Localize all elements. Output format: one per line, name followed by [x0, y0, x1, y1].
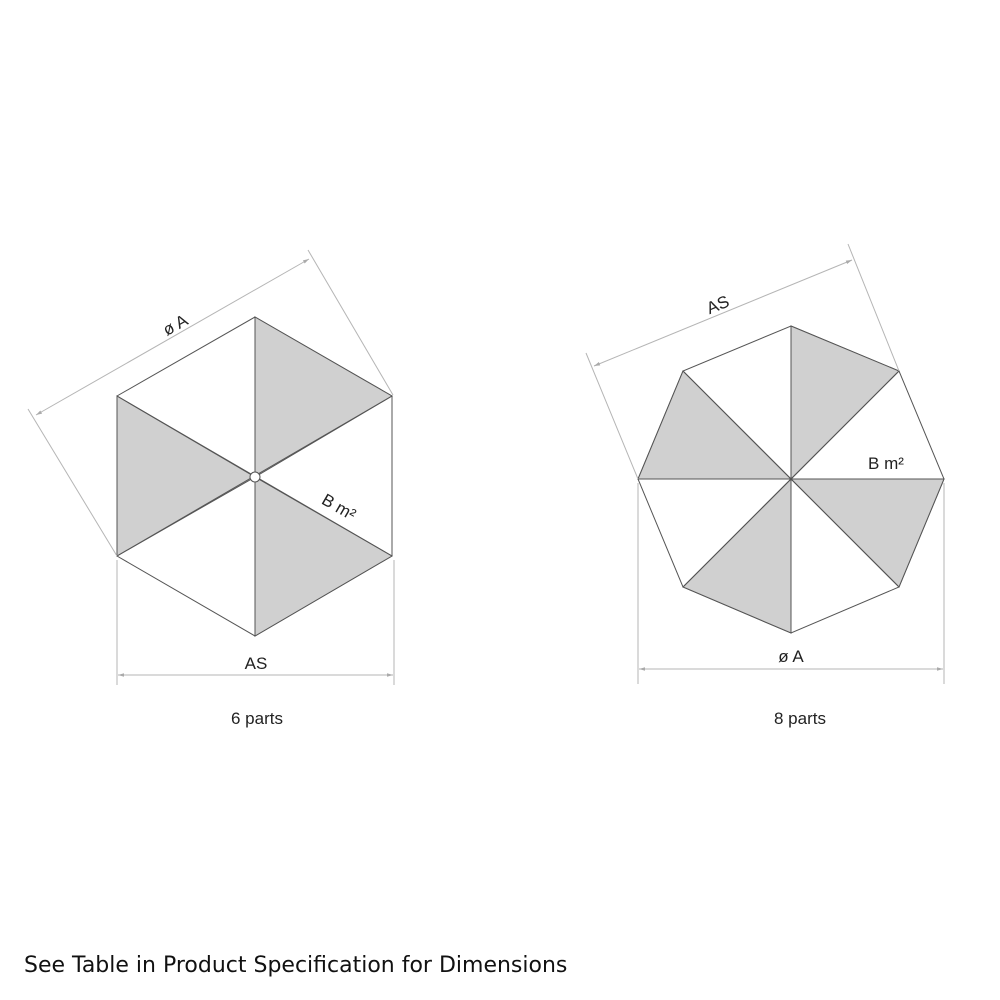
hexagon-diameter-label: ø A: [160, 310, 192, 339]
center-pole: [249, 471, 261, 483]
octagon-caption: 8 parts: [774, 709, 826, 728]
footer-note: See Table in Product Specification for D…: [24, 953, 568, 978]
hexagon-side-label: AS: [245, 654, 268, 673]
octagon-area-label: B m²: [868, 454, 904, 473]
hexagon-dimensions: [27, 249, 395, 685]
octagon-side-label: AS: [704, 292, 732, 318]
octagon-dimensions: [585, 243, 945, 684]
hexagon-caption: 6 parts: [231, 709, 283, 728]
hexagon-canopy: [116, 316, 393, 637]
octagon-canopy: [637, 325, 945, 634]
octagon-diameter-label: ø A: [778, 647, 804, 666]
